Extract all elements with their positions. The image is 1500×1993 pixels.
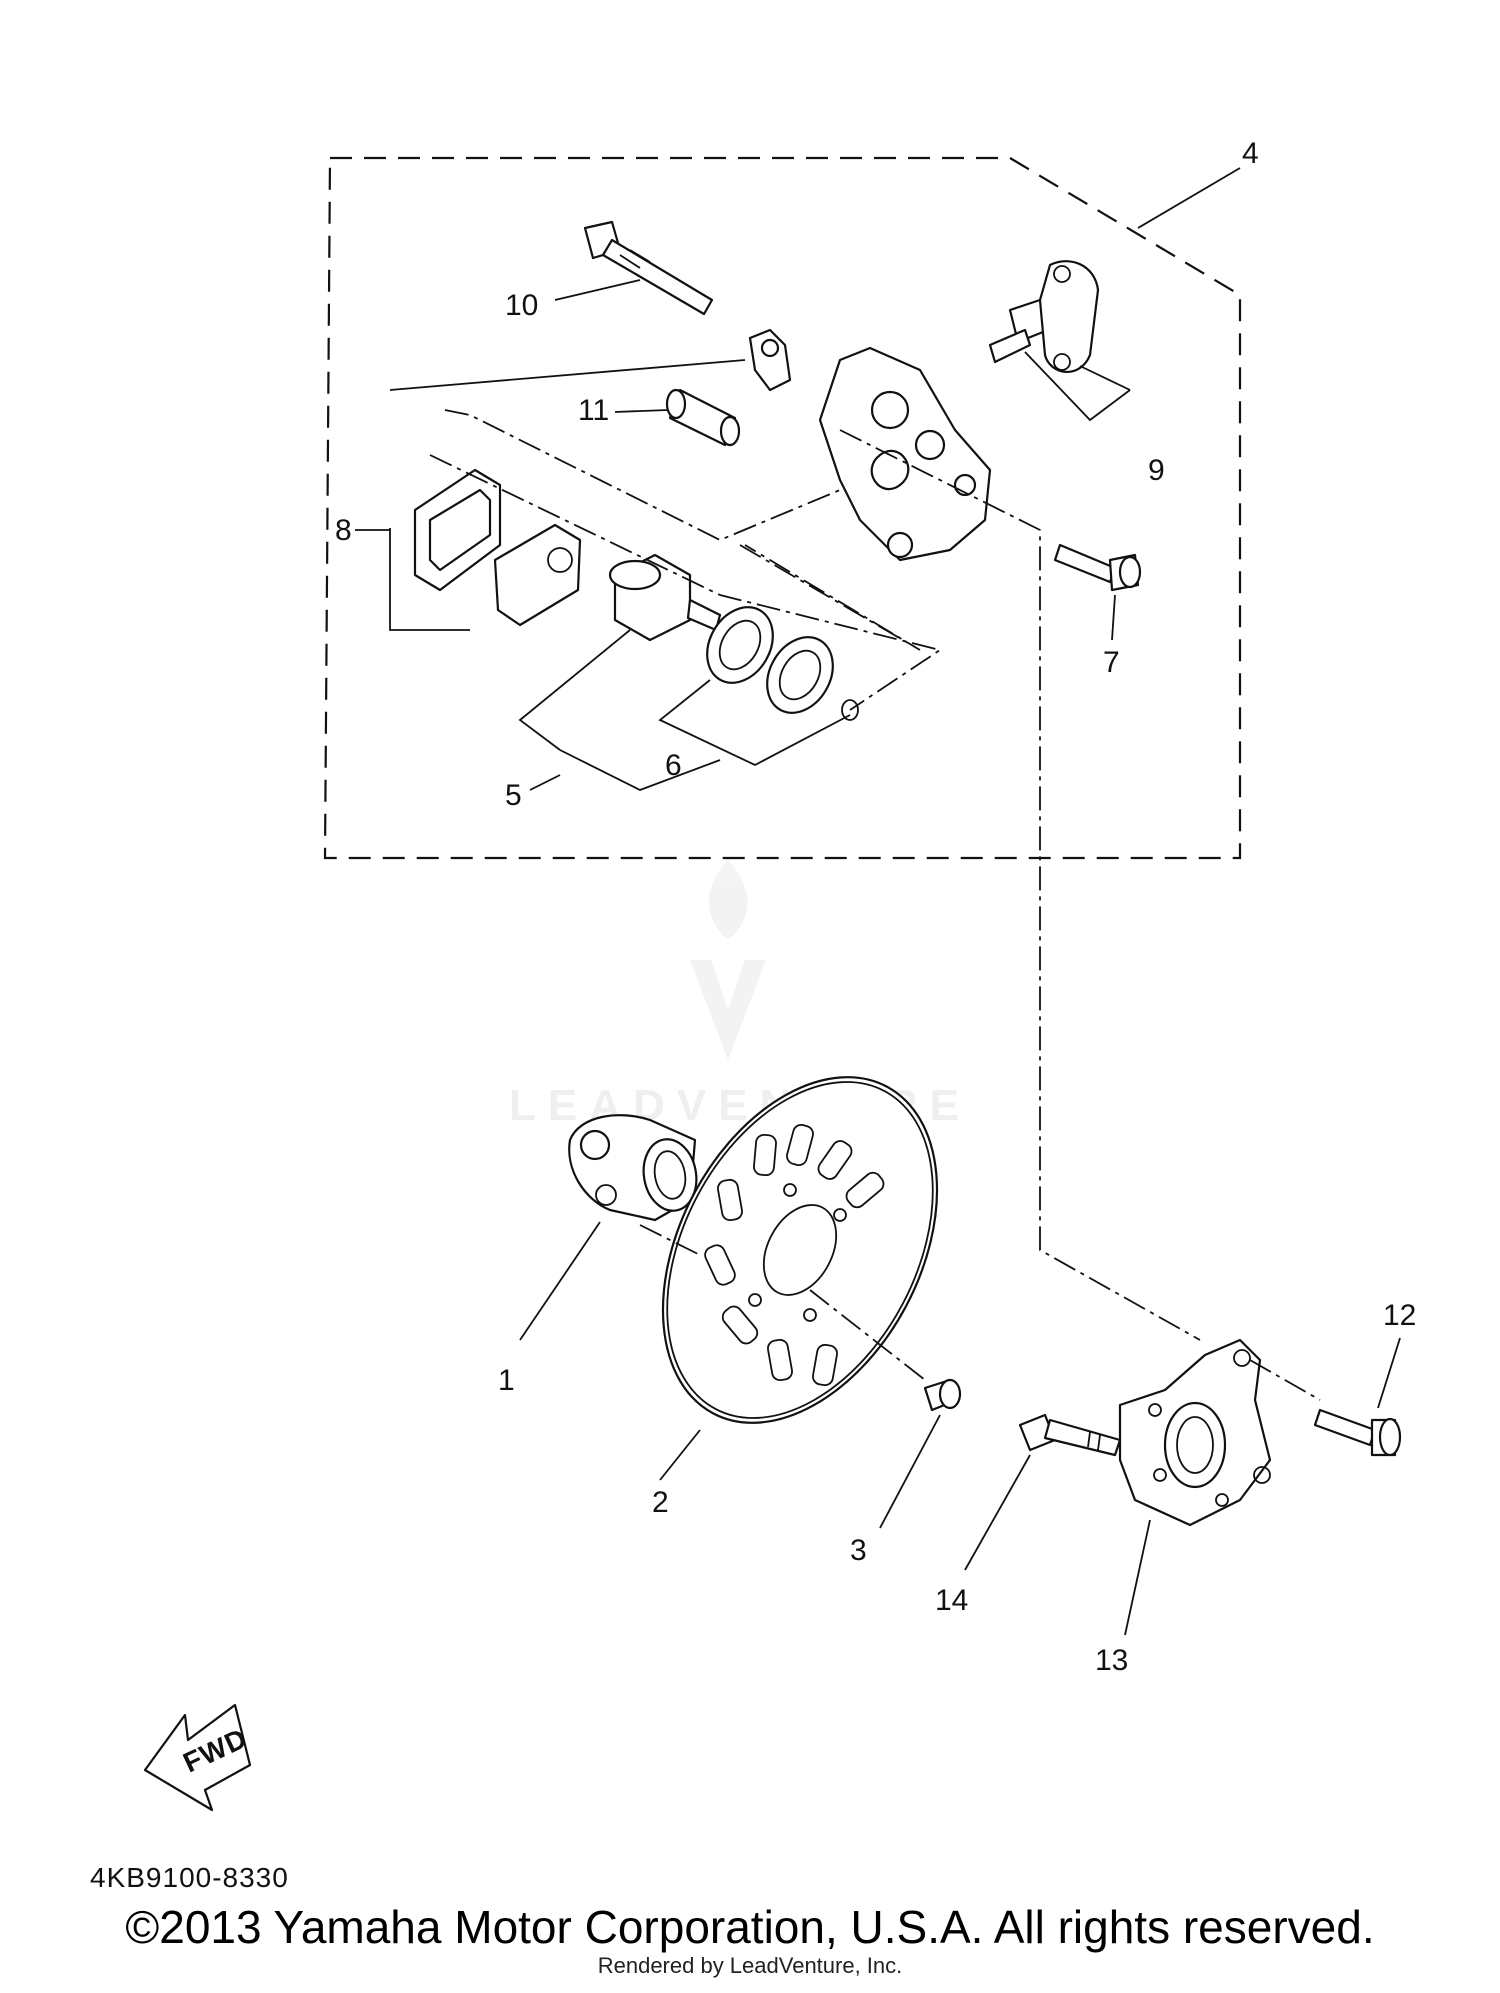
callout-3: 3 [850, 1534, 867, 1567]
part-7-bolt [1053, 543, 1142, 592]
assembly-line-a [444, 409, 841, 541]
leader-3 [879, 1414, 941, 1529]
assembly-line-hub [639, 1224, 701, 1256]
callout-1: 1 [498, 1364, 515, 1397]
copyright-notice: ©2013 Yamaha Motor Corporation, U.S.A. A… [125, 1901, 1375, 1953]
leader-12 [1377, 1337, 1401, 1409]
leader-10 [554, 279, 641, 301]
fwd-arrow-icon: FWD [143, 1703, 252, 1812]
part-10-bolt [583, 220, 714, 316]
leader-7 [1111, 594, 1116, 641]
part-11-sleeve [665, 388, 741, 447]
assembly-line-main [839, 429, 1201, 1341]
leader-6 [658, 679, 851, 767]
caliper-body [748, 328, 992, 562]
callout-4: 4 [1242, 137, 1259, 170]
leader-9b [1079, 365, 1131, 391]
callout-13: 13 [1095, 1644, 1128, 1677]
leader-1 [519, 1221, 601, 1341]
callout-11: 11 [578, 394, 609, 427]
leader-2 [659, 1429, 701, 1481]
callout-12: 12 [1383, 1299, 1416, 1332]
callout-8: 8 [335, 514, 352, 547]
part-2-disc [661, 1076, 939, 1424]
assembly-line-b [739, 544, 921, 651]
callout-2: 2 [652, 1486, 669, 1519]
leader-13 [1124, 1519, 1151, 1636]
leader-5a [518, 629, 631, 751]
leader-11 [614, 409, 669, 413]
diagram-code: 4KB9100-8330 [90, 1862, 289, 1893]
part-14-bolt [1018, 1413, 1122, 1457]
callout-10: 10 [505, 289, 538, 322]
callout-14: 14 [935, 1584, 968, 1617]
assembly-line-12 [1249, 1359, 1321, 1401]
caliper-assembly-outline [323, 156, 1242, 860]
part-13-bracket [1118, 1338, 1272, 1527]
leader-5b [559, 749, 721, 791]
assembly-line-disc [809, 1289, 926, 1381]
assembly-line-c [429, 454, 943, 711]
part-3-screw [923, 1378, 962, 1412]
leader-5c [529, 774, 561, 791]
part-9-bleeder [988, 260, 1100, 373]
part-1-hub [568, 1114, 698, 1222]
leader-4 [1137, 167, 1241, 229]
part-12-bolt [1313, 1408, 1402, 1457]
leader-8 [389, 528, 470, 631]
rendered-by-note: Rendered by LeadVenture, Inc. [597, 1953, 903, 1978]
callout-6: 6 [665, 749, 682, 782]
leader-8-top [389, 359, 746, 391]
callout-5: 5 [505, 779, 522, 812]
callout-7: 7 [1103, 646, 1120, 679]
callout-9: 9 [1148, 454, 1165, 487]
leader-9a [1024, 351, 1131, 422]
leadventure-logo-icon: LEADVENTURE [509, 860, 959, 1130]
part-5-piston [608, 553, 722, 642]
part-6-seals [706, 606, 859, 721]
leader-14 [964, 1454, 1031, 1571]
part-8-pads [413, 468, 582, 627]
